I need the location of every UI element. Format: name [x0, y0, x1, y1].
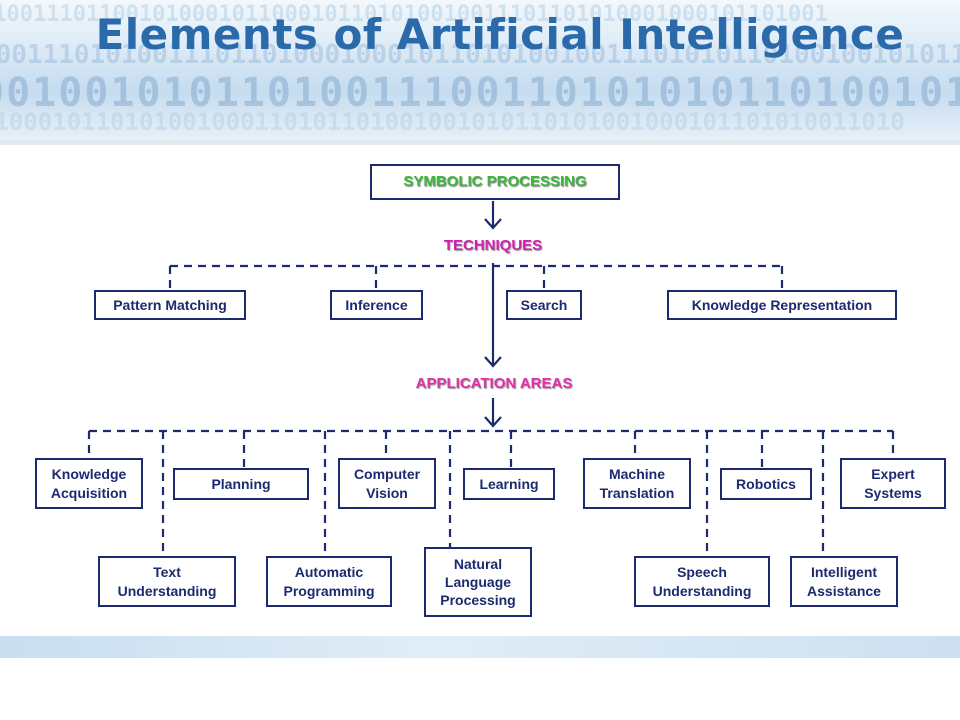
technique-label: Inference	[345, 296, 408, 313]
app-label: Automatic Programming	[283, 564, 375, 599]
technique-label: Knowledge Representation	[691, 296, 873, 313]
app-label: Expert Systems	[864, 466, 922, 501]
app-label: Computer Vision	[353, 466, 421, 501]
binary-row: 0100111011001010001011000101101010010011…	[0, 2, 828, 27]
app-text-understanding: Text Understanding	[98, 556, 236, 607]
binary-background: 0100111011001010001011000101101010010011…	[0, 0, 960, 140]
arrow-root-to-techniques	[484, 201, 502, 230]
app-label: Natural Language Processing	[440, 555, 516, 609]
app-machine-translation: Machine Translation	[583, 458, 691, 509]
app-robotics: Robotics	[720, 468, 812, 500]
page-title: Elements of Artificial Intelligence	[95, 10, 905, 59]
app-planning: Planning	[173, 468, 309, 500]
application-areas-heading: APPLICATION AREAS	[415, 375, 573, 392]
symbolic-processing-box: SYMBOLIC PROCESSING	[370, 164, 620, 200]
app-expert-systems: Expert Systems	[840, 458, 946, 509]
app-intelligent-assistance: Intelligent Assistance	[790, 556, 898, 607]
binary-row: 1001110101001110110100010001011010100100…	[0, 40, 960, 70]
app-label: Machine Translation	[599, 466, 675, 501]
techniques-heading: TECHNIQUES	[443, 237, 543, 254]
technique-label: Pattern Matching	[113, 296, 227, 313]
app-label: Learning	[479, 475, 539, 492]
technique-pattern-matching: Pattern Matching	[94, 290, 246, 320]
binary-row: 0010010101101001110011010101011010010101…	[0, 70, 960, 116]
app-label: Text Understanding	[117, 564, 217, 599]
app-label: Knowledge Acquisition	[50, 466, 128, 501]
binary-row: 1100010110101001000110101101001001010110…	[0, 108, 905, 136]
title-banner: 0100111011001010001011000101101010010011…	[0, 0, 960, 140]
symbolic-processing-label: SYMBOLIC PROCESSING	[403, 173, 587, 191]
app-label: Planning	[211, 475, 271, 492]
app-natural-language-processing: Natural Language Processing	[424, 547, 532, 617]
technique-label: Search	[520, 296, 568, 313]
app-automatic-programming: Automatic Programming	[266, 556, 392, 607]
technique-inference: Inference	[330, 290, 423, 320]
app-knowledge-acquisition: Knowledge Acquisition	[35, 458, 143, 509]
app-speech-understanding: Speech Understanding	[634, 556, 770, 607]
divider	[0, 140, 960, 145]
app-label: Speech Understanding	[652, 564, 752, 599]
technique-knowledge-representation: Knowledge Representation	[667, 290, 897, 320]
app-label: Intelligent Assistance	[807, 564, 881, 599]
arrow-techniques-to-applications	[484, 263, 502, 368]
footer-band	[0, 636, 960, 658]
app-computer-vision: Computer Vision	[338, 458, 436, 509]
app-learning: Learning	[463, 468, 555, 500]
arrow-applications-to-bus	[484, 398, 502, 428]
app-label: Robotics	[736, 475, 796, 492]
technique-search: Search	[506, 290, 582, 320]
